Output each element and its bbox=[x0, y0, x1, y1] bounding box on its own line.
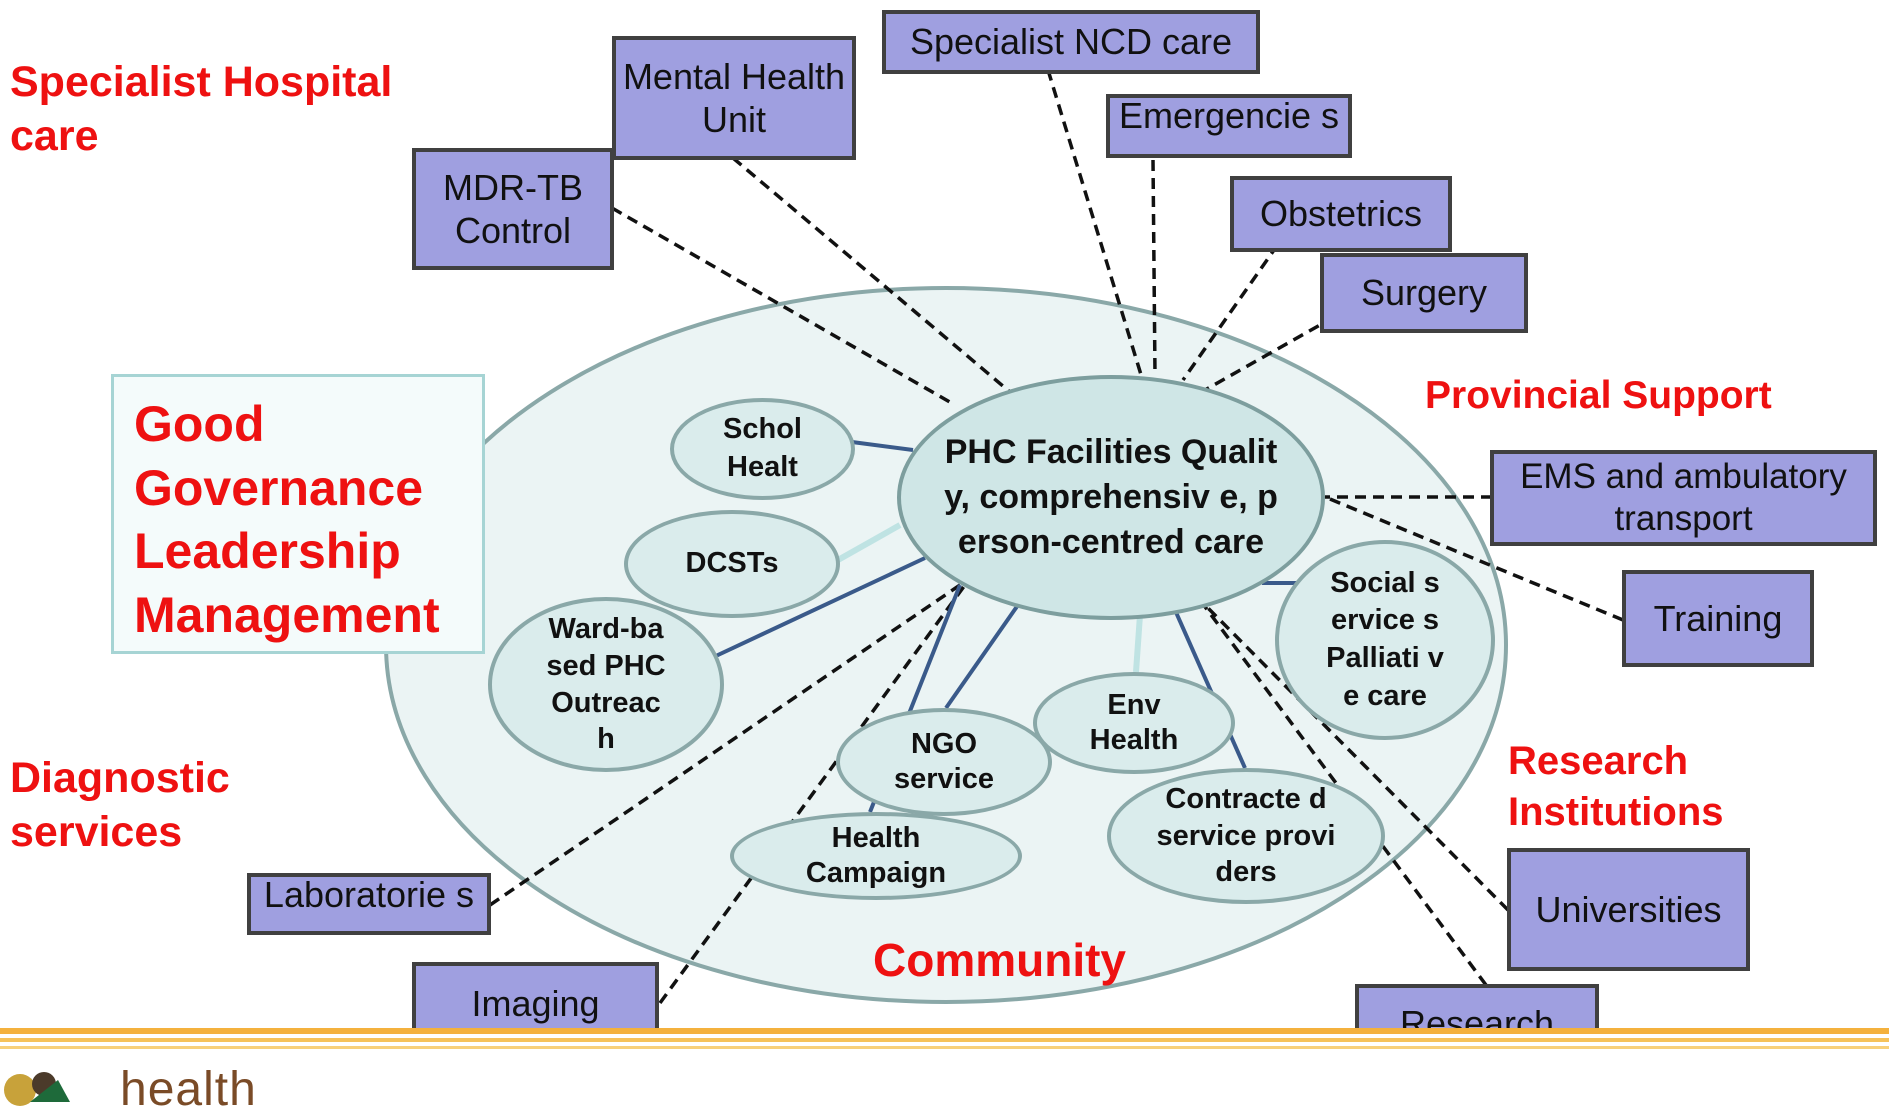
node-schol-healt: Schol Healt bbox=[670, 398, 855, 500]
box-laboratories: Laboratorie s bbox=[247, 873, 491, 935]
footer-stripe bbox=[0, 1038, 1889, 1042]
node-social-services-palliative-care: Social service s Palliati ve care bbox=[1275, 540, 1495, 740]
coat-of-arms-icon bbox=[4, 1072, 70, 1106]
label-community: Community bbox=[873, 934, 1126, 986]
link-ward bbox=[702, 556, 926, 664]
link-dcsts bbox=[836, 522, 902, 563]
link-schol bbox=[851, 440, 914, 452]
node-ward-based-phc-outreach: Ward-based PHC Outreac h bbox=[488, 597, 724, 772]
node-phc-facilities: PHC Facilities Quality, comprehensiv e, … bbox=[897, 375, 1325, 620]
governance-line-leadership: Leadership bbox=[134, 523, 401, 579]
box-universities: Universities bbox=[1507, 848, 1750, 971]
link-mdrtb bbox=[611, 206, 956, 407]
node-ngo-service: NGO service bbox=[836, 708, 1052, 816]
box-mdr-tb-control: MDR-TB Control bbox=[412, 148, 614, 270]
box-obstetrics: Obstetrics bbox=[1230, 176, 1452, 252]
governance-line-management: Management bbox=[134, 586, 440, 643]
governance-panel: Good Governance Leadership Management bbox=[111, 374, 485, 654]
governance-line-governance: Governance bbox=[134, 459, 424, 516]
governance-line-good: Good bbox=[134, 396, 265, 452]
node-env-health: Env Health bbox=[1033, 672, 1235, 774]
footer-bar bbox=[0, 1028, 1889, 1107]
link-obstetrics bbox=[1181, 228, 1290, 382]
link-laboratories bbox=[489, 583, 961, 907]
link-ngo bbox=[944, 603, 1020, 710]
node-contracted-service-providers: Contracte d service providers bbox=[1107, 768, 1385, 904]
label-diagnostic-services: Diagnostic services bbox=[10, 754, 230, 856]
brand-wordmark: health bbox=[120, 1063, 257, 1116]
box-training: Training bbox=[1622, 570, 1814, 667]
link-mental bbox=[731, 156, 1012, 394]
box-specialist-ncd-care: Specialist NCD care bbox=[882, 10, 1260, 74]
label-research-institutions: Research Institutions bbox=[1508, 739, 1724, 834]
node-dcsts: DCSTs bbox=[624, 510, 840, 618]
label-specialist-hospital-care: Specialist Hospital care bbox=[10, 58, 393, 160]
box-mental-health-unit: Mental Health Unit bbox=[612, 36, 856, 160]
link-env bbox=[1133, 614, 1143, 673]
link-imaging bbox=[658, 583, 967, 1005]
label-provincial-support: Provincial Support bbox=[1425, 374, 1772, 417]
box-surgery: Surgery bbox=[1320, 253, 1528, 333]
box-emergencies: Emergencie s bbox=[1106, 94, 1352, 158]
link-emergencies bbox=[1151, 159, 1157, 376]
box-ems-ambulatory-transport: EMS and ambulatory transport bbox=[1490, 450, 1877, 546]
node-health-campaign: Health Campaign bbox=[730, 812, 1022, 900]
footer-stripe bbox=[0, 1028, 1889, 1034]
footer-stripe bbox=[0, 1046, 1889, 1049]
